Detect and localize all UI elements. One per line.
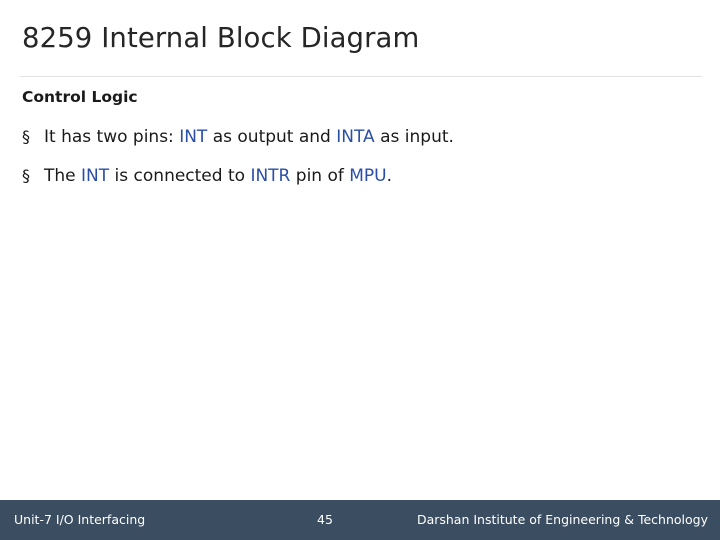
title-divider (20, 76, 702, 77)
slide-footer: Unit-7 I/O Interfacing 45 Darshan Instit… (0, 500, 720, 540)
list-item: § The INT is connected to INTR pin of MP… (22, 161, 692, 191)
footer-institute-label: Darshan Institute of Engineering & Techn… (416, 512, 708, 527)
bullet-marker-icon: § (22, 127, 30, 146)
footer-unit-label: Unit-7 I/O Interfacing (14, 512, 146, 527)
page-title: 8259 Internal Block Diagram (22, 22, 420, 54)
bullet-text: The INT is connected to INTR pin of MPU. (44, 166, 393, 186)
footer-page-number: 45 (317, 512, 333, 527)
bullet-text: It has two pins: INT as output and INTA … (44, 127, 454, 147)
section-heading: Control Logic (22, 88, 138, 106)
bullet-marker-icon: § (22, 166, 30, 185)
list-item: § It has two pins: INT as output and INT… (22, 122, 692, 152)
bullet-list: § It has two pins: INT as output and INT… (22, 122, 692, 200)
